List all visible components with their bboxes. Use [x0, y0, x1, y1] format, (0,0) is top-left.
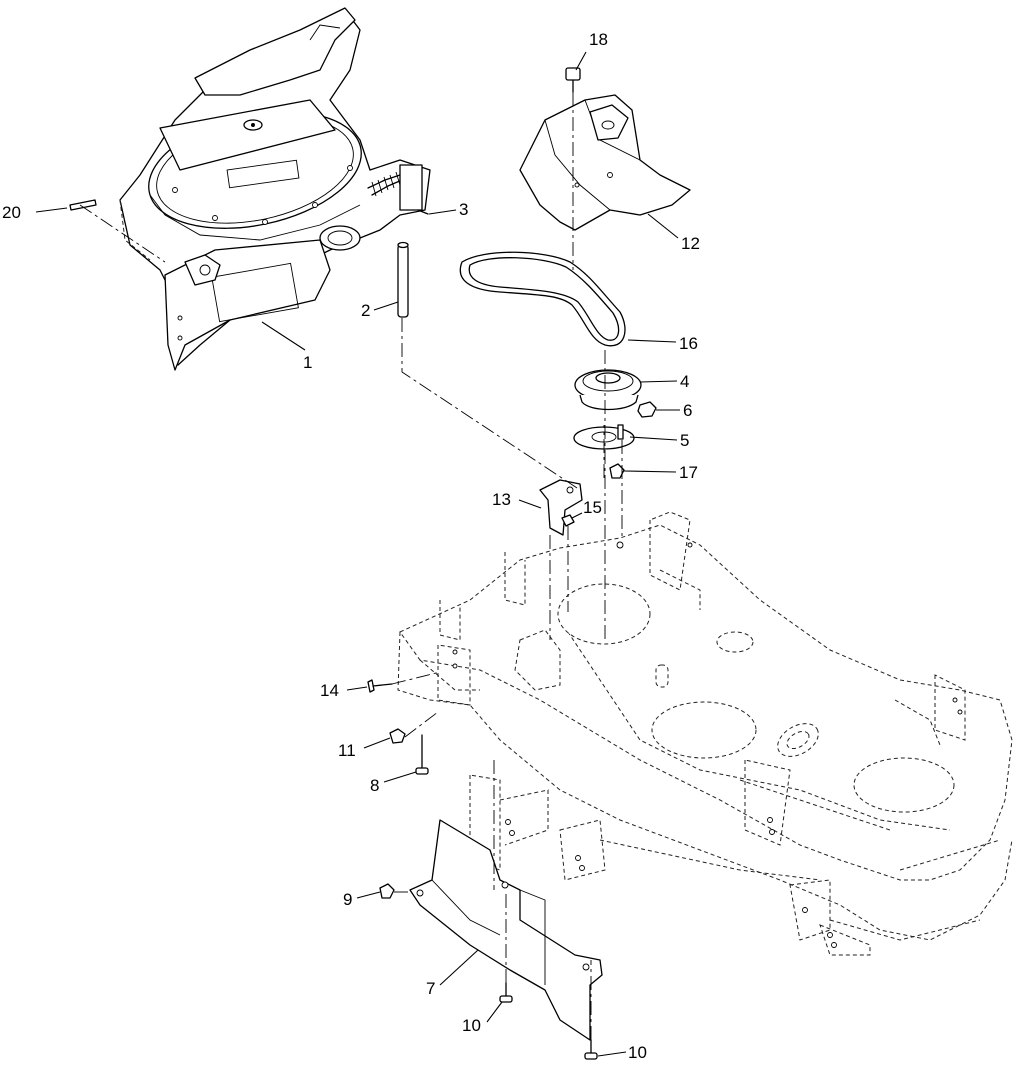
- callout-13: 13: [492, 490, 511, 509]
- callout-7: 7: [426, 979, 435, 998]
- callout-10-lower: 10: [628, 1043, 647, 1062]
- callout-2: 2: [361, 301, 370, 320]
- callout-leaders: [35, 51, 680, 1057]
- part-8-bolt: [415, 734, 429, 775]
- callout-9: 9: [343, 890, 352, 909]
- part-13-bracket: [539, 479, 583, 536]
- part-1-housing-assembly: [119, 7, 431, 371]
- callout-18: 18: [589, 30, 608, 49]
- part-9-nut: [379, 883, 395, 899]
- mower-deck: [397, 511, 1013, 956]
- part-4-pulley: [574, 369, 642, 411]
- callout-16: 16: [679, 334, 698, 353]
- part-10-bolt-upper: [499, 982, 513, 1003]
- callout-12: 12: [681, 234, 700, 253]
- part-14-bolt: [367, 679, 393, 693]
- callout-6: 6: [683, 401, 692, 420]
- callout-3: 3: [459, 200, 468, 219]
- callout-11: 11: [338, 741, 356, 760]
- part-11-nut: [389, 728, 406, 744]
- callout-20: 20: [2, 203, 21, 222]
- callout-1: 1: [303, 353, 312, 372]
- callout-14: 14: [320, 681, 339, 700]
- callout-8: 8: [370, 776, 379, 795]
- callout-15: 15: [583, 498, 602, 517]
- callout-labels: 20 1 2 3 18 12 16 4 6 5 17 13 15 14 11 8…: [2, 30, 700, 1062]
- callout-10-upper: 10: [462, 1016, 481, 1035]
- part-12-belt-shield: [519, 94, 691, 231]
- part-3-spring-hook: [417, 209, 429, 215]
- callout-17: 17: [679, 463, 698, 482]
- part-2-rod: [397, 241, 409, 318]
- part-20-pin: [69, 199, 97, 211]
- part-10-bolt-lower: [584, 1039, 598, 1060]
- part-18-screw: [565, 67, 581, 93]
- part-16-drive-belt: [459, 251, 626, 347]
- assembly-lines: [79, 92, 623, 1040]
- part-6-nut: [637, 401, 657, 418]
- callout-4: 4: [680, 372, 689, 391]
- part-15-bolt: [561, 514, 575, 527]
- callout-5: 5: [680, 431, 689, 450]
